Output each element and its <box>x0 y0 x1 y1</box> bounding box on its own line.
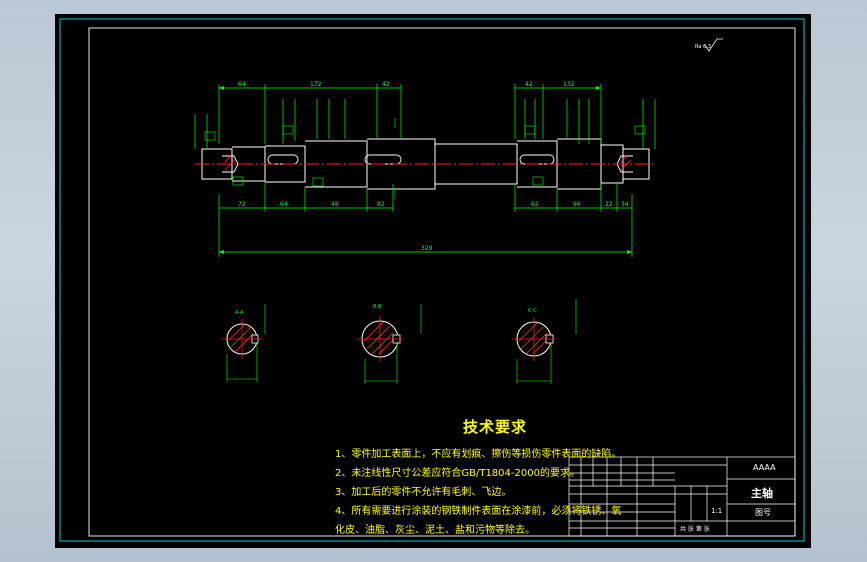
dim-bot-82: 82 <box>377 201 385 208</box>
technical-requirements-title: 技术要求 <box>462 418 527 436</box>
section-label-a: A-A <box>235 310 244 316</box>
dim-bot-22: 22 <box>605 201 613 208</box>
requirement-line-4: 4、所有需要进行涂装的钢铁制件表面在涂漆前，必须将铁锈、氧 <box>335 506 622 517</box>
dim-top-172: 172 <box>310 81 322 88</box>
requirement-line-3: 3、加工后的零件不允许有毛刺、飞边。 <box>335 487 512 498</box>
section-label-b: B-B <box>373 304 382 310</box>
dim-overall: 329 <box>421 245 433 252</box>
roughness-symbol <box>704 38 723 52</box>
requirement-line-1: 1、零件加工表面上，不应有划痕、擦伤等损伤零件表面的缺陷。 <box>335 449 622 460</box>
section-dimensions <box>226 299 577 384</box>
tolerance-marks <box>204 118 646 199</box>
dim-top-42a: 42 <box>382 81 390 88</box>
cad-viewport[interactable]: Ra 6.3 <box>55 14 811 548</box>
section-hatching <box>228 321 550 355</box>
requirement-line-2: 2、未注线性尺寸公差应符合GB/T1804-2000的要求。 <box>335 468 580 479</box>
dim-top-132: 132 <box>563 81 575 88</box>
title-block-material: AAAA <box>753 463 776 472</box>
technical-requirements: 技术要求 1、零件加工表面上，不应有划痕、擦伤等损伤零件表面的缺陷。 2、未注线… <box>335 416 625 540</box>
requirement-line-5: 化皮、油脂、灰尘、泥土、盐和污物等除去。 <box>335 525 535 536</box>
dim-bot-72: 72 <box>238 201 246 208</box>
engineering-drawing: Ra 6.3 <box>59 18 805 542</box>
dimension-text: 64 172 42 42 132 72 64 48 82 62 96 22 34… <box>238 81 629 252</box>
title-block-scale: 1:1 <box>711 507 723 515</box>
title-block-part-name: 主轴 <box>751 487 773 500</box>
dim-bot-62: 62 <box>531 201 539 208</box>
roughness-label: Ra 6.3 <box>695 44 711 50</box>
title-block-drawing-no: 图号 <box>755 508 771 517</box>
dim-bot-34: 34 <box>621 201 629 208</box>
top-dimensions <box>194 84 656 149</box>
section-centerlines <box>222 316 556 362</box>
section-label-c: C-C <box>528 308 537 314</box>
center-hole-hatch <box>224 155 632 171</box>
inner-frame <box>88 27 796 537</box>
title-block-grid <box>568 456 796 537</box>
section-labels: A-A B-B C-C <box>235 304 537 316</box>
dim-top-42b: 42 <box>525 81 533 88</box>
keyways <box>267 154 555 165</box>
outer-frame <box>59 18 805 542</box>
dim-bot-96: 96 <box>573 201 581 208</box>
title-block-sheet-info: 共 张 第 张 <box>680 526 710 533</box>
dim-bot-48: 48 <box>331 201 339 208</box>
bottom-dimensions <box>218 182 633 257</box>
dim-bot-64: 64 <box>280 201 288 208</box>
dimension-arrows <box>219 86 632 254</box>
dim-top-64: 64 <box>238 81 246 88</box>
